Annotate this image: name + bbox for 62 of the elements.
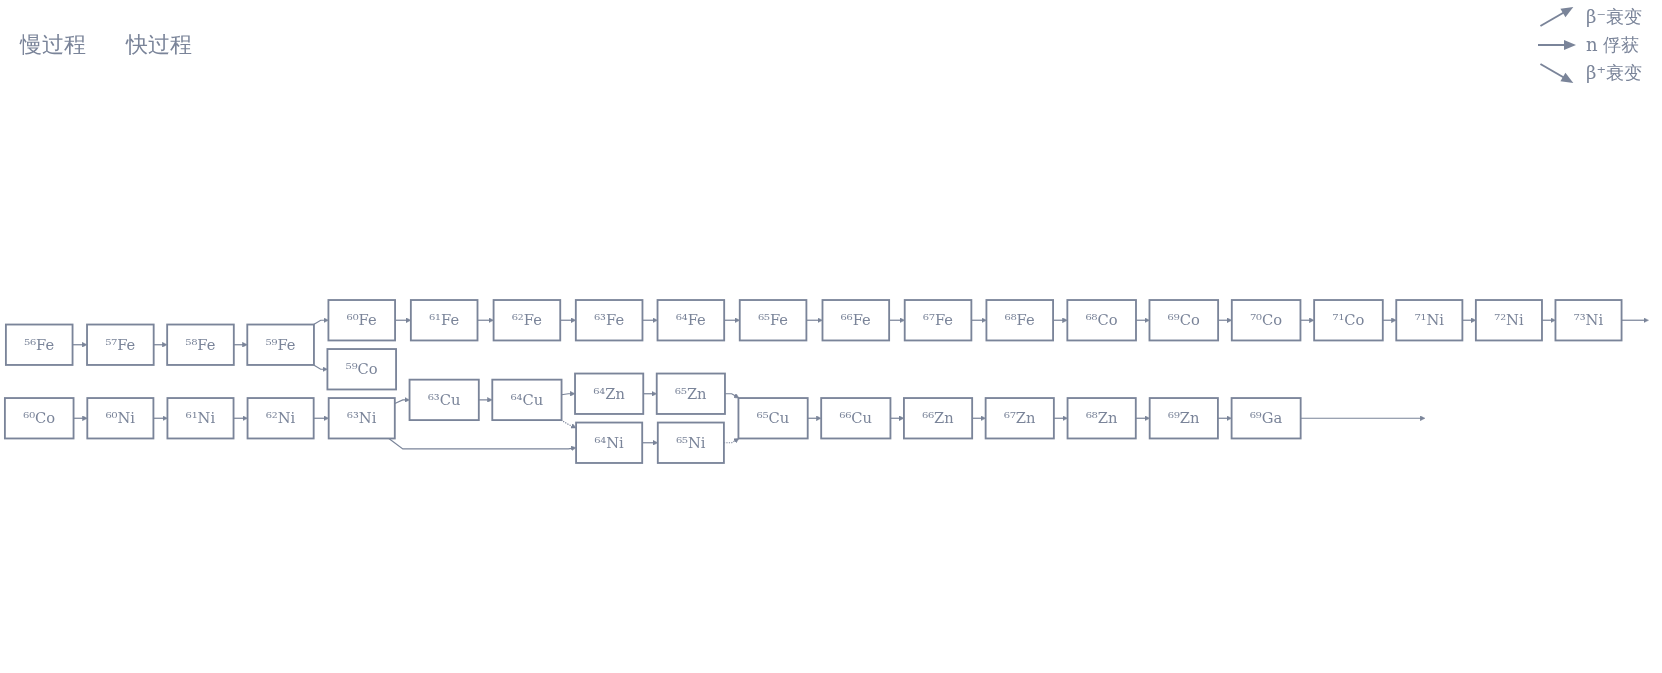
node-box: ⁶²Fe (492, 299, 562, 342)
arrow (394, 397, 410, 405)
node-box: ⁶⁶Cu (820, 397, 892, 440)
arrow (1135, 317, 1150, 323)
node-box: ⁶⁴Fe (656, 299, 726, 342)
node-box: ⁶⁴Zn (574, 372, 645, 415)
node-box: ⁶⁷Fe (903, 299, 973, 342)
arrow (153, 342, 168, 348)
arrow (560, 419, 577, 429)
node-box: ⁶⁸Co (1066, 299, 1137, 342)
node-box: ⁷²Ni (1474, 299, 1543, 342)
node-box: ⁶³Ni (327, 397, 396, 440)
node-box: ⁶⁸Zn (1066, 397, 1137, 440)
arrow (313, 364, 328, 372)
node-box: ⁵⁹Fe (246, 323, 315, 366)
node-box: ⁶⁰Ni (86, 397, 155, 440)
node-box: ⁶⁴Ni (575, 421, 644, 464)
node-box: ⁶⁵Fe (738, 299, 808, 342)
node-box: ⁶⁷Zn (984, 397, 1055, 440)
node-box: ⁶⁹Zn (1148, 397, 1219, 440)
arrow (313, 415, 329, 421)
node-box: ⁶⁴Cu (491, 378, 563, 421)
node-box: ⁶⁵Zn (655, 372, 726, 415)
legend-text: n 俘获 (1586, 33, 1640, 57)
arrow (1135, 415, 1150, 421)
node-box: ⁵⁶Fe (5, 323, 74, 366)
node-box: ⁶⁰Co (4, 397, 75, 440)
node-box: ⁶³Fe (574, 299, 644, 342)
node-box: ⁷⁰Co (1230, 299, 1302, 342)
node-box: ⁶⁹Co (1148, 299, 1220, 342)
arrow (388, 437, 577, 452)
node-box: ⁷¹Co (1313, 299, 1384, 342)
arrow (807, 415, 822, 421)
arrow (1300, 415, 1426, 421)
node-box: ⁶¹Fe (409, 299, 479, 342)
node-box: ⁶²Ni (246, 397, 315, 440)
node-box: ⁶⁶Zn (903, 397, 974, 440)
node-box: ⁶⁸Fe (985, 299, 1054, 342)
node-box: ⁵⁹Co (326, 348, 397, 391)
node-box: ⁶⁰Fe (327, 299, 396, 342)
arrow (723, 438, 740, 444)
node-box: ⁵⁸Fe (166, 323, 235, 366)
arrow (313, 317, 329, 326)
arrow (1541, 317, 1556, 323)
node-box: ⁶¹Ni (166, 397, 235, 440)
process-label: 慢过程 (20, 31, 86, 59)
arrow (1382, 317, 1397, 323)
arrow (233, 342, 248, 348)
node-box: ⁶⁹Ga (1230, 397, 1302, 440)
arrow (478, 397, 493, 403)
node-box: ⁶⁵Cu (737, 397, 809, 440)
node-box: ⁶³Cu (408, 378, 480, 421)
node-box: ⁷¹Ni (1395, 299, 1464, 342)
arrow (1053, 415, 1068, 421)
node-box: ⁷³Ni (1554, 299, 1623, 342)
node-box: ⁵⁷Fe (86, 323, 155, 366)
legend-text: β⁺衰变 (1586, 61, 1642, 85)
arrow (1217, 415, 1232, 421)
node-box: ⁶⁵Ni (656, 421, 725, 464)
legend-text: β⁻衰变 (1586, 5, 1642, 29)
process-label: 快过程 (126, 31, 192, 59)
node-box: ⁶⁶Fe (821, 299, 891, 342)
